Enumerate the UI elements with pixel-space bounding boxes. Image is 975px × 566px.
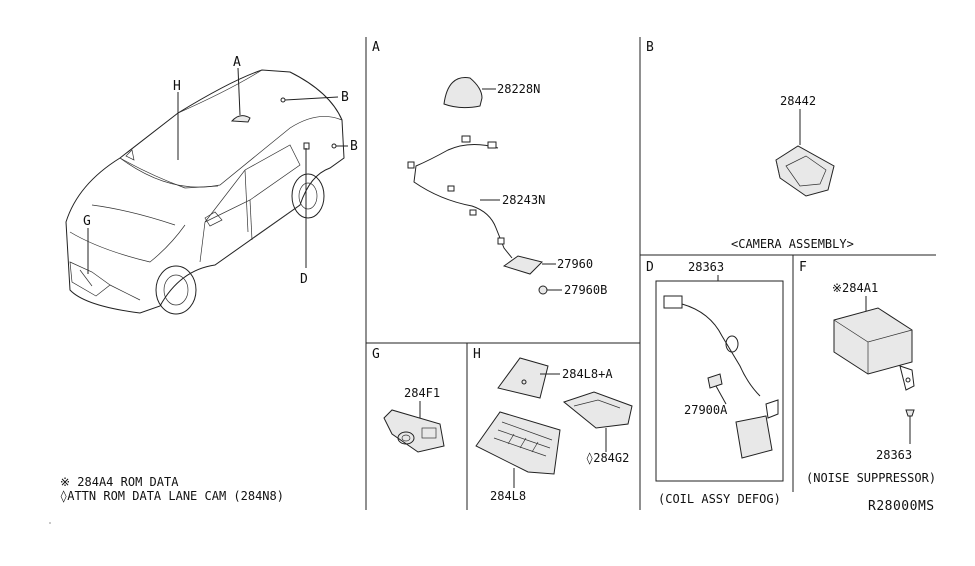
coil-frame: [655, 280, 784, 482]
part-284A1: ※284A1: [832, 281, 878, 295]
part-27960: 27960: [557, 257, 593, 271]
callout-b-upper: B: [341, 90, 349, 105]
panel-dividers: [365, 37, 936, 510]
noise-suppressor: [833, 307, 913, 375]
part-284L8: 284L8: [490, 489, 526, 503]
antenna-fin: [443, 77, 483, 109]
section-f-letter: F: [799, 260, 807, 275]
part-28363-d: 28363: [688, 260, 724, 274]
section-f: F ※284A1 28363 (NOISE SUPPRESSOR): [799, 260, 936, 485]
callout-d: D: [300, 272, 308, 287]
part-284L8-A: 284L8+A: [562, 367, 613, 381]
camera-cover: [497, 357, 549, 399]
car-illustration: [65, 69, 345, 315]
note-lane-cam: ◊ATTN ROM DATA LANE CAM (284N8): [60, 489, 284, 503]
defog-harness: [681, 303, 761, 397]
front-camera: [383, 409, 445, 453]
caption-coil-assy: (COIL ASSY DEFOG): [658, 492, 781, 506]
nut: [538, 285, 548, 295]
section-b-letter: B: [646, 40, 654, 55]
section-a: A 28228N 28243N 27960 27960B: [372, 40, 607, 297]
section-a-letter: A: [372, 40, 380, 55]
coil-body: [735, 415, 773, 459]
part-28243N: 28243N: [502, 193, 545, 207]
car-callouts: A H B B D G: [83, 55, 358, 287]
part-28363-f: 28363: [876, 448, 912, 462]
screw: [905, 409, 915, 417]
section-b: B 28442 <CAMERA ASSEMBLY>: [646, 40, 854, 251]
part-28228N: 28228N: [497, 82, 540, 96]
antenna-base: [502, 255, 543, 275]
antenna-cable: [413, 144, 513, 259]
part-27960B: 27960B: [564, 283, 607, 297]
callout-g: G: [83, 214, 91, 229]
caption-noise-suppressor: (NOISE SUPPRESSOR): [806, 471, 936, 485]
section-h-letter: H: [473, 347, 481, 362]
section-g-letter: G: [372, 347, 380, 362]
speck: [49, 522, 51, 524]
part-284F1: 284F1: [404, 386, 440, 400]
callout-b-lower: B: [350, 139, 358, 154]
section-d: D 28363 27900A (COIL ASSY DEFOG): [646, 260, 784, 506]
diagram-code: R28000MS: [868, 499, 935, 514]
callout-h: H: [173, 79, 181, 94]
caption-camera-assembly: <CAMERA ASSEMBLY>: [731, 237, 854, 251]
section-g: G 284F1: [372, 347, 445, 453]
bolt: [707, 373, 723, 389]
part-284G2: ◊284G2: [586, 451, 629, 465]
note-rom-data: ※ 284A4 ROM DATA: [60, 475, 179, 489]
camera-bracket: [562, 391, 633, 429]
part-28442: 28442: [780, 94, 816, 108]
part-27900A: 27900A: [684, 403, 728, 417]
lower-housing: [475, 411, 561, 475]
callout-a: A: [233, 55, 241, 70]
section-d-letter: D: [646, 260, 654, 275]
section-h: H 284L8+A ◊284G2 284L8: [473, 347, 633, 503]
